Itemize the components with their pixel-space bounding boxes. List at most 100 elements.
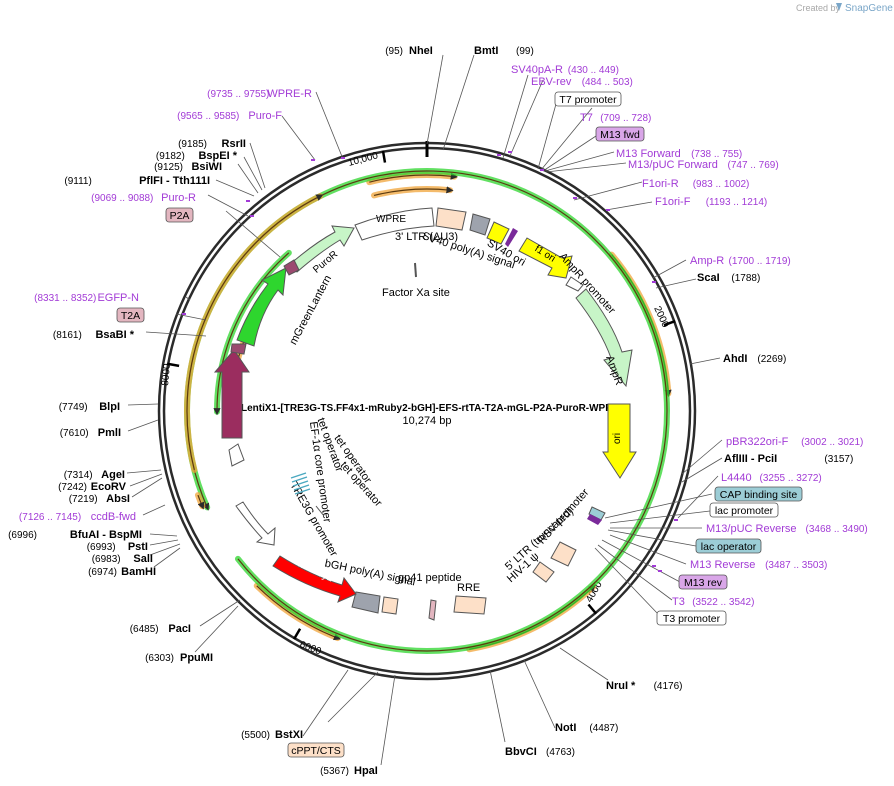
primer-site-mark <box>652 281 656 283</box>
enzyme-label: BamHI <box>121 566 156 578</box>
rre-label: RRE <box>457 582 480 594</box>
primer-label: Amp-R <box>690 255 724 267</box>
enzyme-label: BfuAI - BspMI <box>70 529 142 541</box>
enzyme-position: (99) <box>516 46 534 57</box>
wpre-label: WPRE <box>376 214 406 225</box>
enzyme-position: (2269) <box>757 354 786 365</box>
leader-line <box>426 54 444 145</box>
tre3g-feature <box>235 501 276 546</box>
leader-line <box>225 210 281 258</box>
leader-line <box>545 162 627 173</box>
leader-line <box>249 142 266 189</box>
t2a-box-label: T2A <box>121 310 140 322</box>
leader-line <box>145 331 207 337</box>
m13-fwd-box-label: M13 fwd <box>600 129 640 141</box>
leader-line <box>315 91 344 160</box>
enzyme-position: (4763) <box>546 747 575 758</box>
enzyme-label: BsiWI <box>191 161 222 173</box>
ring-arrow-line <box>369 172 458 183</box>
leader-line <box>559 647 609 681</box>
enzyme-position: (9125) <box>154 162 183 173</box>
enzyme-label: PpuMI <box>180 652 213 664</box>
primer-site-mark <box>311 159 315 161</box>
enzyme-position: (5500) <box>241 730 270 741</box>
tet-op-tick <box>315 505 325 517</box>
primer-site-mark <box>658 570 662 572</box>
primer-site-mark <box>674 519 678 521</box>
leader-line <box>127 419 159 432</box>
cppt-box-label: cPPT/CTS <box>291 745 341 757</box>
primer-position: (3468 .. 3490) <box>806 524 868 535</box>
primer-label: T3 <box>672 596 685 608</box>
enzyme-position: (7610) <box>60 428 89 439</box>
ori-label: ori <box>612 433 623 444</box>
leader-line <box>207 194 249 217</box>
primer-position: (9735 .. 9755) <box>207 89 269 100</box>
enzyme-position: (6485) <box>130 624 159 635</box>
m13-rev-box-label-box <box>678 574 728 590</box>
factorxa-mark <box>414 262 417 278</box>
ruler-tick-label: 8000 <box>160 363 173 387</box>
enzyme-label: AflIII - PciI <box>724 453 777 465</box>
enzyme-label: BsaBI * <box>95 329 134 341</box>
primer-label: Puro-F <box>248 110 282 122</box>
ltr5-feature <box>532 561 555 583</box>
primer-site-mark <box>182 313 186 315</box>
m13-rev-feature <box>587 514 602 525</box>
bgh-pa-feature <box>351 591 381 614</box>
primer-label: pBR322ori-F <box>726 436 789 448</box>
leader-line <box>243 156 263 191</box>
leader-line <box>689 357 721 365</box>
enzyme-label: PmlI <box>98 427 121 439</box>
efs-feature <box>228 443 245 467</box>
rsv-feature <box>550 541 577 567</box>
enzyme-position: (6996) <box>8 530 37 541</box>
enzyme-position: (7242) <box>58 482 87 493</box>
t3-promoter-box-label: T3 promoter <box>663 613 721 625</box>
leader-line <box>573 181 643 201</box>
primer-position: (3522 .. 3542) <box>692 597 754 608</box>
enzyme-position: (5367) <box>320 766 349 777</box>
primer-position: (430 .. 449) <box>568 65 619 76</box>
ltr3-feature <box>435 207 467 231</box>
leader-line <box>129 473 163 487</box>
plasmid-size: 10,274 bp <box>403 415 452 427</box>
ruler-tick-mark <box>292 628 302 640</box>
leader-line <box>442 54 475 151</box>
gp41-feature <box>428 599 437 621</box>
leader-line <box>149 539 179 546</box>
primer-site-mark <box>540 169 544 171</box>
leader-line <box>544 151 615 172</box>
leader-line <box>149 533 178 537</box>
primer-position: (709 .. 728) <box>600 113 651 124</box>
enzyme-position: (9111) <box>64 176 91 187</box>
primer-site-mark <box>606 209 610 211</box>
enzyme-position: (6993) <box>87 542 116 553</box>
enzyme-position: (6974) <box>88 567 117 578</box>
enzyme-position: (7219) <box>69 494 98 505</box>
leader-lines <box>126 54 723 766</box>
ring-arrow-line <box>256 585 342 641</box>
primer-label: Puro-R <box>161 192 196 204</box>
primer-position: (1193 .. 1214) <box>706 197 768 208</box>
enzyme-label: PacI <box>168 623 191 635</box>
mgl-label: mGreenLantern <box>287 273 334 347</box>
rre-feature <box>453 595 487 615</box>
ring-arrow-line <box>197 494 205 510</box>
enzyme-label: BspEI * <box>198 150 237 162</box>
sv40ori-feature <box>486 221 510 245</box>
leader-line <box>605 201 653 211</box>
primer-label: EGFP-N <box>97 292 139 304</box>
leader-line <box>540 107 593 171</box>
primer-position: (3487 .. 3503) <box>765 560 827 571</box>
ori-arrow <box>602 403 637 479</box>
leader-line <box>327 671 379 723</box>
bgh-extra-feature <box>381 596 399 615</box>
enzyme-position: (8161) <box>53 330 82 341</box>
primer-site-mark <box>508 151 512 153</box>
leader-line <box>609 510 711 524</box>
f1ori-arrow <box>518 237 573 279</box>
ltr3-label: 3' LTR (ΔU3) <box>395 231 458 243</box>
ring-arrow-band <box>466 583 597 653</box>
